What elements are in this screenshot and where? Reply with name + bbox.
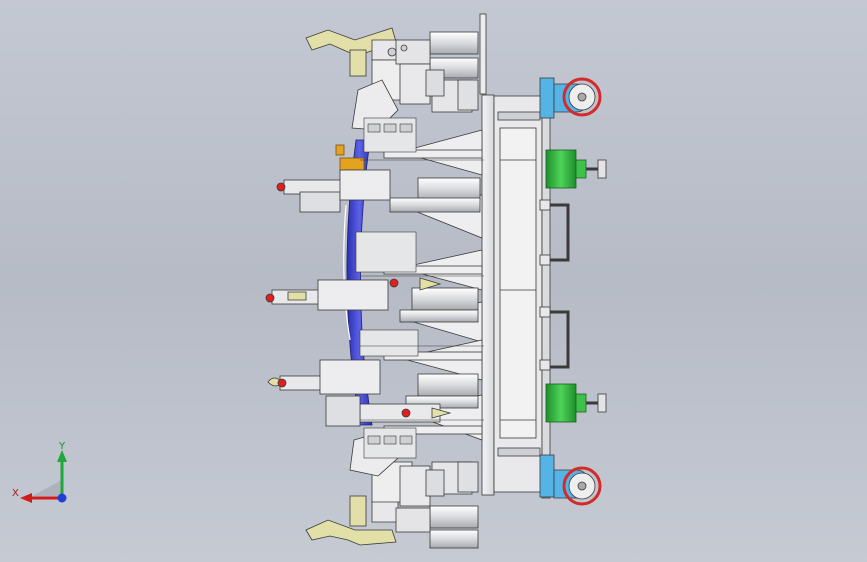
main-plate bbox=[481, 94, 495, 496]
caster-top[interactable] bbox=[539, 77, 602, 119]
y-axis-arrow bbox=[57, 450, 67, 462]
green-mount-upper[interactable] bbox=[545, 149, 607, 189]
coordinate-triad: Y X bbox=[12, 441, 67, 503]
yellow-clamp-bottom[interactable] bbox=[305, 519, 397, 546]
caster-bottom[interactable] bbox=[539, 454, 602, 506]
green-mount-lower[interactable] bbox=[545, 383, 607, 423]
handle-lower bbox=[548, 310, 570, 369]
clamp-arm-1[interactable] bbox=[276, 169, 391, 213]
x-axis-label: X bbox=[12, 488, 19, 499]
base-frame[interactable] bbox=[479, 13, 570, 499]
red-pin bbox=[277, 378, 287, 388]
pneumatic-cylinders[interactable] bbox=[389, 31, 481, 549]
red-pin bbox=[276, 182, 286, 192]
mechanism-detail bbox=[355, 117, 484, 459]
x-axis-arrow bbox=[20, 493, 32, 503]
red-pin bbox=[401, 408, 411, 418]
back-plate bbox=[541, 79, 551, 499]
clamp-arm-2[interactable] bbox=[265, 277, 442, 311]
top-clamp-assembly[interactable] bbox=[305, 27, 445, 131]
clamp-arm-4[interactable] bbox=[325, 395, 452, 427]
clamp-arm-3[interactable] bbox=[267, 359, 381, 395]
y-axis-label: Y bbox=[58, 441, 66, 452]
z-axis-dot bbox=[57, 493, 67, 503]
red-pin bbox=[265, 293, 275, 303]
handle-upper bbox=[548, 203, 570, 262]
top-column bbox=[479, 13, 487, 95]
